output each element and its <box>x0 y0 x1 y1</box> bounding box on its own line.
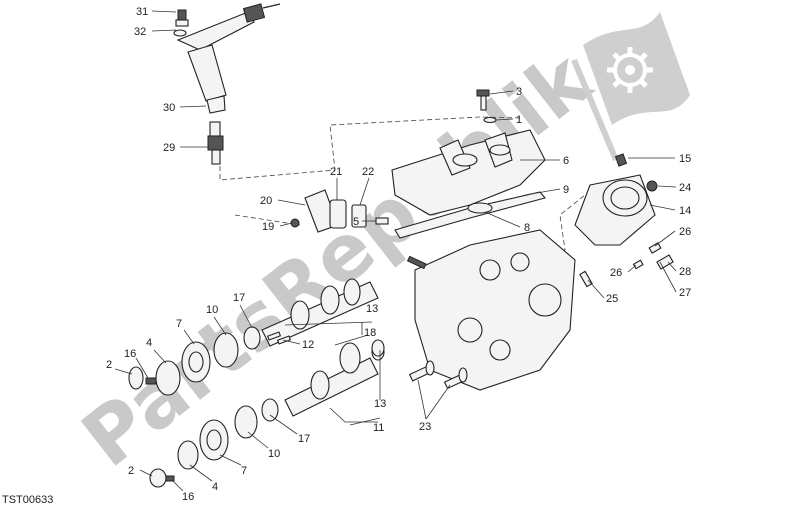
callout-4-lower: 4 <box>212 481 218 493</box>
leader-lines <box>114 10 677 492</box>
callout-10-lower: 10 <box>268 448 280 460</box>
upper-camshaft <box>261 278 379 347</box>
callout-31: 31 <box>136 6 148 18</box>
callout-8: 8 <box>524 222 530 234</box>
callout-7-lower: 7 <box>241 465 247 477</box>
cylinder-head <box>406 229 576 391</box>
callout-30: 30 <box>163 102 175 114</box>
callout-26-left: 26 <box>610 267 622 279</box>
studs <box>408 360 468 390</box>
assembly-lines <box>219 116 586 251</box>
upper-timing-gears <box>128 326 261 396</box>
callout-4-upper: 4 <box>146 337 152 349</box>
callout-15: 15 <box>679 153 691 165</box>
brackets <box>284 321 381 426</box>
callout-16-upper: 16 <box>124 348 136 360</box>
callout-11: 11 <box>373 422 384 434</box>
intake-manifold <box>574 153 658 288</box>
callout-25: 25 <box>606 293 618 305</box>
callout-27: 27 <box>679 287 691 299</box>
callout-10-upper: 10 <box>206 304 218 316</box>
callout-6: 6 <box>563 155 569 167</box>
diagram-code: TST00633 <box>2 494 53 506</box>
gear-icon <box>607 47 653 93</box>
oil-cap-bolt <box>476 89 497 124</box>
callout-22: 22 <box>362 166 374 178</box>
callout-29: 29 <box>163 142 175 154</box>
ignition-coil <box>173 3 281 114</box>
callout-28: 28 <box>679 266 691 278</box>
callout-13-upper: 13 <box>366 303 378 315</box>
lower-timing-gears <box>149 398 279 488</box>
spark-plug <box>207 121 224 165</box>
callout-32: 32 <box>134 26 146 38</box>
callout-20: 20 <box>260 195 272 207</box>
callout-labels: 31 32 30 29 3 1 6 9 8 15 24 14 26 28 26 … <box>106 6 691 503</box>
callout-18: 18 <box>364 327 376 339</box>
callout-16-lower: 16 <box>182 491 194 503</box>
callout-2-lower: 2 <box>128 465 134 477</box>
callout-2-upper: 2 <box>106 359 112 371</box>
valve-cover <box>391 129 546 216</box>
callout-23: 23 <box>419 421 431 433</box>
cover-gasket <box>394 191 546 239</box>
callout-17-lower: 17 <box>298 433 310 445</box>
callout-14: 14 <box>679 205 691 217</box>
callout-7-upper: 7 <box>176 318 182 330</box>
callout-1: 1 <box>516 114 522 126</box>
cover-plate <box>290 189 389 233</box>
callout-19: 19 <box>262 221 274 233</box>
callout-5: 5 <box>353 216 359 228</box>
callout-24: 24 <box>679 182 691 194</box>
sensor-fittings <box>632 242 674 270</box>
callout-26-right: 26 <box>679 226 691 238</box>
callout-9: 9 <box>563 184 569 196</box>
callout-3: 3 <box>516 86 522 98</box>
callout-12: 12 <box>302 339 314 351</box>
lower-camshaft <box>284 342 385 417</box>
callout-21: 21 <box>330 166 342 178</box>
watermark-logo <box>571 12 690 162</box>
callout-17-upper: 17 <box>233 292 245 304</box>
callout-13-lower: 13 <box>374 398 386 410</box>
